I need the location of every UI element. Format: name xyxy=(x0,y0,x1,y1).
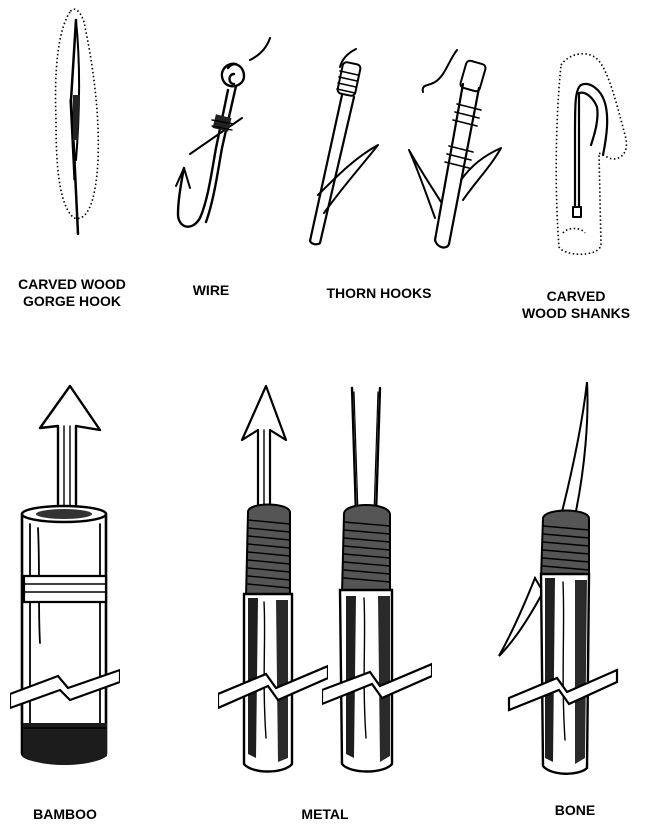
bone-spear-illustration xyxy=(495,378,620,778)
label-line: GORGE HOOK xyxy=(4,293,140,310)
wire-hook-illustration xyxy=(170,30,280,240)
thorn-hook-illustration xyxy=(405,40,505,255)
metal-spear-illustration xyxy=(218,378,328,778)
thorn-hook-illustration xyxy=(298,45,383,250)
label-thorn-hooks: THORN HOOKS xyxy=(304,285,454,302)
label-carved-wood-gorge-hook: CARVED WOOD GORGE HOOK xyxy=(4,276,140,310)
label-line: WOOD SHANKS xyxy=(506,305,646,322)
label-carved-wood-shanks: CARVED WOOD SHANKS xyxy=(506,288,646,322)
metal-spear-illustration xyxy=(322,378,432,778)
carved-shank-hook-illustration xyxy=(545,45,635,260)
label-bamboo: BAMBOO xyxy=(20,806,110,823)
label-line: CARVED WOOD xyxy=(4,276,140,293)
label-metal: METAL xyxy=(285,806,365,823)
gorge-hook-illustration xyxy=(40,0,115,240)
label-bone: BONE xyxy=(540,802,610,819)
label-line: CARVED xyxy=(506,288,646,305)
bamboo-spear-illustration xyxy=(10,378,120,773)
label-wire: WIRE xyxy=(176,282,246,299)
